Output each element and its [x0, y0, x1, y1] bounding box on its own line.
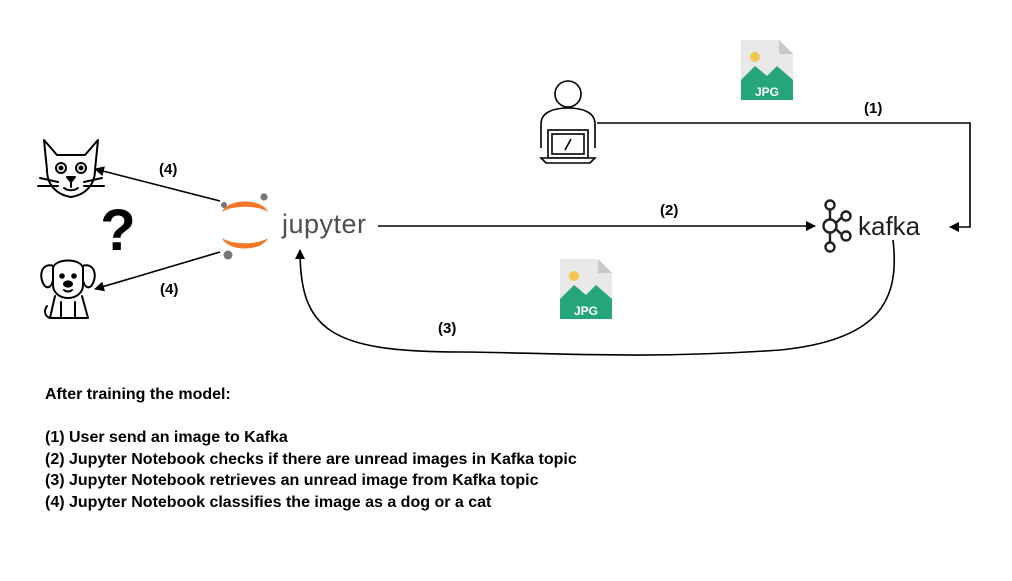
- arrow-user-to-kafka: [597, 122, 971, 232]
- jupyter-wordmark: jupyter: [281, 209, 367, 239]
- arrow-jupyter-to-cat: [94, 166, 221, 202]
- notes-spacer: [45, 406, 577, 428]
- arrow-kafka-to-jupyter: [295, 239, 896, 356]
- notes-heading: After training the model:: [45, 386, 231, 403]
- steps-description: After training the model: (1) User send …: [45, 384, 577, 514]
- step-label-1: (1): [864, 100, 882, 117]
- cat-face-icon: [37, 139, 105, 198]
- notes-item-4: (4) Jupyter Notebook classifies the imag…: [45, 493, 492, 511]
- step-label-4-cat: (4): [159, 161, 177, 178]
- jupyter-logo-icon: jupyter: [221, 193, 367, 260]
- kafka-wordmark: kafka: [858, 211, 921, 241]
- jpg-icon-label: JPG: [574, 304, 598, 318]
- jpg-file-icon: JPG: [560, 259, 612, 319]
- step-label-4-dog: (4): [160, 281, 178, 298]
- arrow-jupyter-to-dog: [94, 251, 221, 292]
- notes-item-3: (3) Jupyter Notebook retrieves an unread…: [45, 472, 539, 490]
- dog-icon: [40, 259, 96, 319]
- step-label-3: (3): [438, 320, 456, 337]
- notes-item-1: (1) User send an image to Kafka: [45, 429, 288, 447]
- notes-item-2: (2) Jupyter Notebook checks if there are…: [45, 450, 577, 468]
- jpg-file-icon: JPG: [741, 40, 793, 100]
- question-mark-icon: ?: [100, 198, 135, 263]
- step-label-2: (2): [660, 202, 678, 219]
- user-laptop-icon: [539, 80, 597, 164]
- kafka-logo-icon: kafka: [822, 199, 921, 253]
- jpg-icon-label: JPG: [755, 85, 779, 99]
